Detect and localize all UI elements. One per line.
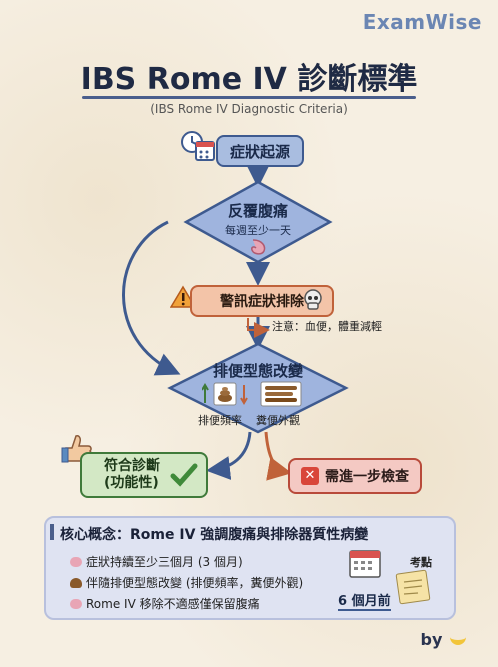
core-panel — [44, 516, 456, 620]
by-label: by — [420, 630, 443, 649]
core-point-2-text: 伴隨排便型態改變 (排便頻率，糞便外觀) — [86, 576, 304, 590]
arrow-pain-bowel-curve — [122, 220, 181, 376]
skull-icon — [304, 289, 322, 310]
core-title: 核心概念：Rome IV 強調腹痛與排除器質性病變 — [60, 527, 369, 543]
poop-icon — [202, 382, 248, 406]
core-point-3-text: Rome IV 移除不適感僅保留腹痛 — [86, 597, 260, 611]
brand-logo: ExamWise — [362, 10, 482, 34]
banana-icon — [450, 630, 466, 645]
page-subtitle: (IBS Rome IV Diagnostic Criteria) — [150, 102, 348, 116]
stomach-icon — [70, 556, 82, 567]
panel-accent — [50, 524, 54, 540]
title-underline — [82, 96, 416, 99]
start-box: 症狀起源 — [216, 135, 304, 167]
poop-icon — [70, 577, 82, 588]
arrow-alarm-note — [247, 318, 270, 338]
check-icon — [170, 463, 198, 487]
calendar-clock-icon — [181, 131, 215, 161]
pain-label: 反覆腹痛 — [227, 202, 288, 220]
confirm-line2: (功能性) — [104, 475, 159, 491]
arrow-bowel-further — [264, 431, 292, 481]
onset-label: 6 個月前 — [338, 590, 391, 611]
core-point-1-text: 症狀持續至少三個月 (3 個月) — [86, 555, 243, 569]
stool-chart-icon — [260, 381, 302, 407]
x-icon: ✕ — [301, 467, 319, 485]
stomach-icon — [70, 598, 82, 609]
core-point-3: Rome IV 移除不適感僅保留腹痛 — [70, 595, 260, 612]
further-label: 需進一步檢查 — [325, 469, 409, 485]
arrow-bowel-confirm — [206, 431, 252, 480]
further-box: ✕ 需進一步檢查 — [288, 458, 422, 494]
pain-diamond — [183, 180, 333, 264]
stomach-icon — [251, 239, 266, 255]
exam-label: 考點 — [410, 556, 432, 569]
pain-sub: 每週至少一天 — [225, 224, 291, 237]
page-title: IBS Rome IV 診斷標準 — [80, 62, 418, 97]
calendar-icon — [349, 550, 381, 578]
bowel-diamond — [167, 342, 349, 434]
bowel-form-label: 糞便外觀 — [256, 414, 300, 427]
confirm-line1: 符合診斷 — [104, 457, 160, 474]
core-point-1: 症狀持續至少三個月 (3 個月) — [70, 553, 243, 570]
alarm-note: 注意：血便，體重減輕 — [272, 320, 382, 333]
bowel-label: 排便型態改變 — [212, 362, 303, 380]
warning-icon — [170, 285, 196, 308]
alarm-label: 警訊症狀排除 — [220, 294, 304, 310]
core-point-2: 伴隨排便型態改變 (排便頻率，糞便外觀) — [70, 574, 303, 591]
notes-icon — [395, 569, 431, 605]
bowel-freq-label: 排便頻率 — [198, 414, 242, 427]
by-credit: by — [421, 630, 466, 649]
